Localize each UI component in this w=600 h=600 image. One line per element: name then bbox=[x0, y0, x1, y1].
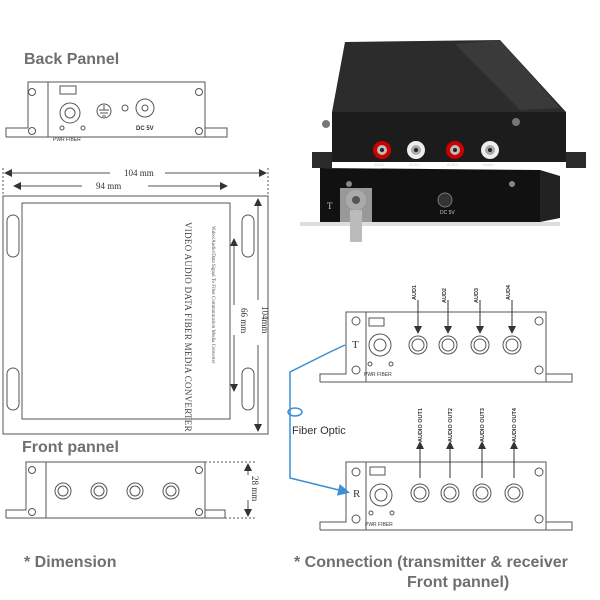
tx-audio-label-4: AUD4 bbox=[506, 284, 512, 300]
photo-rca-label-4: AUD4 bbox=[483, 162, 494, 167]
rx-audio-label-1: AUDIO OUT1 bbox=[418, 408, 424, 442]
photo-rca-label-1: AUD1 bbox=[374, 162, 385, 167]
back-panel-heading: Back Pannel bbox=[24, 51, 119, 68]
photo-rca-label-3: AUD3 bbox=[447, 162, 458, 167]
transmitter-panel-drawing bbox=[319, 311, 573, 383]
dim-width-inner: 94 mm bbox=[96, 181, 121, 191]
tx-audio-label-2: AUD2 bbox=[442, 288, 448, 303]
dim-width-outer: 104 mm bbox=[124, 168, 154, 178]
connection-heading-line1: * Connection (transmitter & receiver bbox=[294, 554, 568, 571]
dim-height-inner: 66 mm bbox=[239, 308, 249, 333]
tx-audio-label-1: AUD1 bbox=[412, 285, 418, 300]
back-port-labels: PWR FIBER bbox=[53, 137, 81, 143]
rx-mark: R bbox=[353, 488, 361, 500]
back-panel-drawing bbox=[5, 81, 228, 138]
photo-t-mark: T bbox=[327, 201, 333, 211]
front-panel-drawing bbox=[5, 461, 255, 519]
dim-front-height: 28 mm bbox=[250, 476, 260, 501]
tx-mark: T bbox=[352, 339, 359, 351]
dimension-heading: * Dimension bbox=[24, 554, 116, 571]
rx-audio-label-4: AUDIO OUT4 bbox=[512, 407, 518, 442]
front-panel-heading: Front pannel bbox=[22, 439, 119, 456]
top-view-drawing bbox=[2, 168, 269, 435]
transmitter-audio-arrows bbox=[414, 300, 516, 334]
back-power-label: DC 5V bbox=[136, 126, 154, 132]
fiber-optic-link bbox=[287, 344, 350, 496]
connection-heading-line2: Front pannel) bbox=[407, 574, 509, 591]
tx-audio-label-3: AUD3 bbox=[474, 288, 480, 303]
top-view-subtitle: Video/Audio/Data Signal To Fiber Communi… bbox=[210, 226, 215, 364]
rx-port-labels: PWR FIBER bbox=[365, 522, 393, 528]
rx-audio-label-2: AUDIO OUT2 bbox=[448, 408, 454, 442]
photo-rca-label-2: AUD2 bbox=[409, 162, 420, 167]
product-photo bbox=[300, 40, 586, 242]
dim-height-outer: 104mm bbox=[260, 306, 270, 334]
top-view-title: VIDEO AUDIO DATA FIBER MEDIA CONVERTER bbox=[183, 222, 193, 432]
receiver-audio-arrows bbox=[416, 441, 518, 478]
receiver-panel-drawing bbox=[319, 461, 573, 531]
tx-port-labels: PWR FIBER bbox=[364, 372, 392, 378]
photo-power-label: DC 5V bbox=[440, 210, 455, 216]
fiber-optic-label: Fiber Optic bbox=[292, 425, 346, 437]
rx-audio-label-3: AUDIO OUT3 bbox=[480, 408, 486, 442]
